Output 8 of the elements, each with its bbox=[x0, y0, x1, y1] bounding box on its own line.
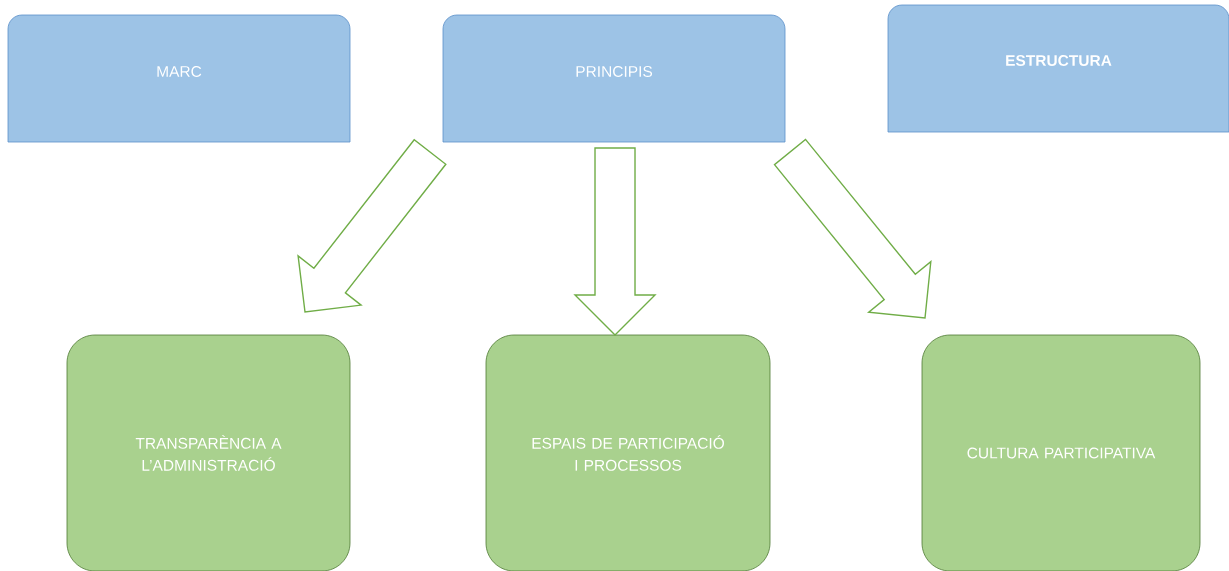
block-arrow bbox=[773, 138, 932, 319]
heading-box: MARC bbox=[7, 14, 351, 143]
heading-box: PRINCIPIS bbox=[442, 14, 786, 143]
heading-box: ESTRUCTURA bbox=[887, 4, 1229, 133]
block-arrow bbox=[573, 147, 657, 336]
topic-box: TRANSPARÈNCIA A L’ADMINISTRACIÓ bbox=[66, 334, 351, 571]
topic-box: ESPAIS DE PARTICIPACIÓ I PROCESSOS bbox=[485, 334, 771, 571]
topic-box: CULTURA PARTICIPATIVA bbox=[921, 334, 1201, 571]
